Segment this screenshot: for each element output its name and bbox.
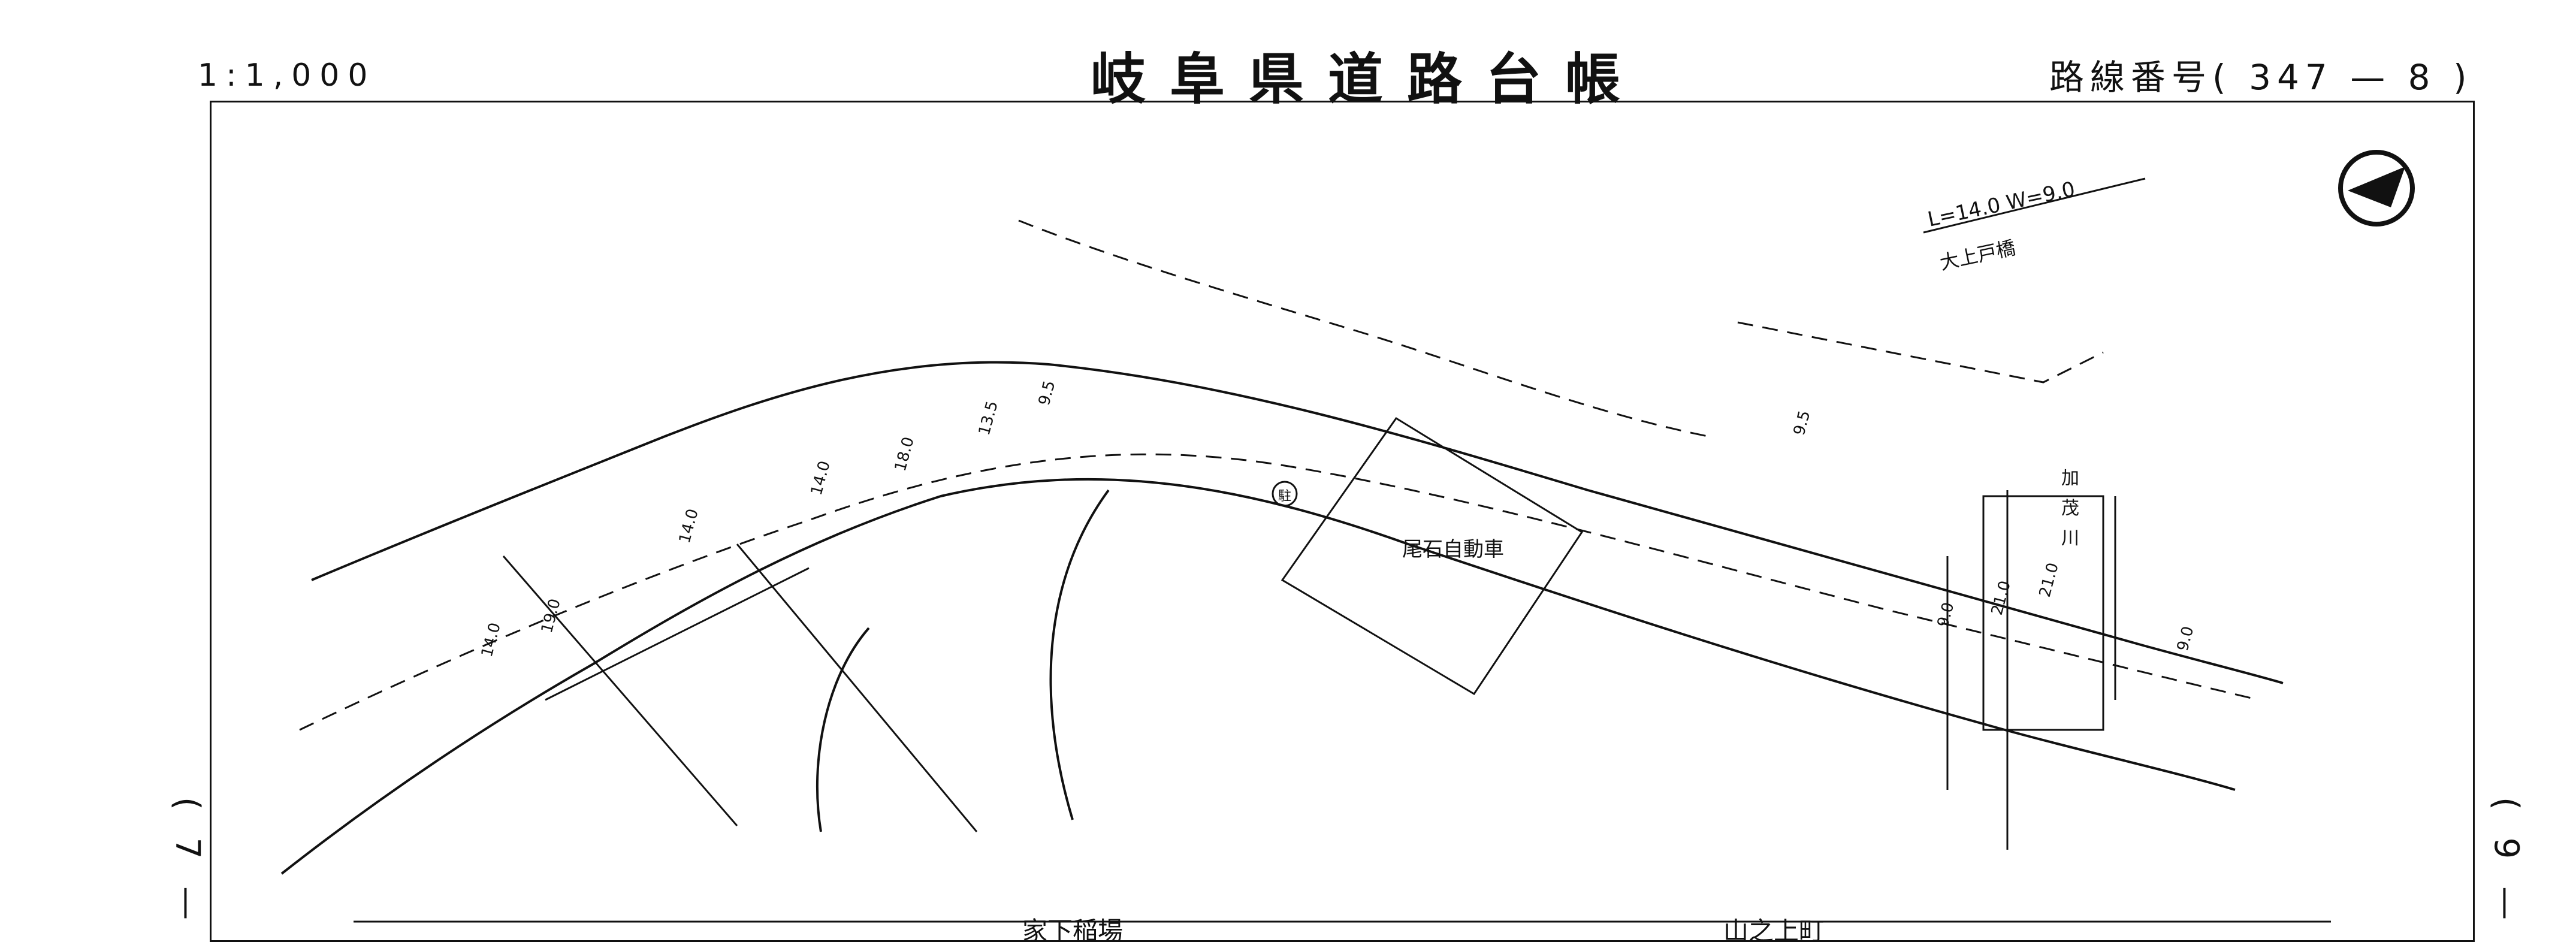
page-ref-left: ( 7 — xyxy=(168,797,207,929)
parking-marker xyxy=(1272,481,1298,507)
width-label: 21.0 xyxy=(1988,579,2015,617)
dashed-boundary-north xyxy=(1018,219,1708,437)
river-char-1: 加 xyxy=(2061,468,2079,489)
parcel-line-2 xyxy=(502,555,738,826)
building-outline xyxy=(1281,416,1584,696)
width-label: 14.0 xyxy=(808,459,834,497)
road-centerline xyxy=(299,453,2260,731)
width-label: 9.5 xyxy=(1035,379,1059,407)
width-label: 14.0 xyxy=(676,507,702,545)
dashed-parcel xyxy=(1737,321,2104,384)
route-value: ( 347 — 8 ) xyxy=(2212,57,2473,98)
parcel-line-1 xyxy=(545,567,810,701)
area-label-east: 山之上町 xyxy=(1723,916,1824,942)
bridge-dimensions: L=14.0 W=9.0 xyxy=(1926,177,2077,232)
width-label: 19.0 xyxy=(538,597,564,635)
building-label: 尾石自動車 xyxy=(1402,538,1504,561)
bridge-name: 大上戸橋 xyxy=(1938,236,2018,274)
bridge-leader xyxy=(1923,177,2146,234)
width-label: 9.0 xyxy=(1934,600,1958,629)
width-label: 9.5 xyxy=(1790,409,1814,437)
parking-symbol: 駐 xyxy=(1278,489,1291,504)
page-ref-right: ( 9 — xyxy=(2487,797,2526,929)
side-road-edge xyxy=(816,627,870,832)
road-edge-south xyxy=(280,478,2236,875)
north-arrow-icon xyxy=(2348,167,2405,207)
river-char-2: 茂 xyxy=(2061,498,2079,519)
width-label: 14.0 xyxy=(478,621,505,659)
width-label: 9.0 xyxy=(2174,624,2198,653)
center-lines xyxy=(299,219,2260,731)
area-label-west: 家下稲場 xyxy=(1022,916,1123,942)
north-arrow-circle xyxy=(2338,150,2415,227)
north-arrow xyxy=(2338,150,2415,227)
road-width-labels: 14.0 19.0 14.0 14.0 18.0 13.5 9.5 9.5 9.… xyxy=(478,379,2198,659)
map-scale: 1:1,000 xyxy=(198,58,376,93)
road-map: L=14.0 W=9.0 大上戸橋 尾石自動車 駐 加 茂 川 14.0 19.… xyxy=(210,101,2475,942)
road-edge-north xyxy=(311,361,2284,684)
river-bridge xyxy=(1982,495,2104,731)
width-label: 18.0 xyxy=(892,435,918,473)
river-char-3: 川 xyxy=(2061,528,2079,549)
route-label: 路線番号 xyxy=(2049,57,2213,98)
width-label: 21.0 xyxy=(2036,561,2062,599)
parcel-line-3 xyxy=(736,544,978,832)
width-label: 13.5 xyxy=(976,399,1002,437)
route-number: 路線番号( 347 — 8 ) xyxy=(2049,49,2473,99)
road-edge-curve xyxy=(1049,489,1110,820)
parcels xyxy=(502,177,2146,850)
